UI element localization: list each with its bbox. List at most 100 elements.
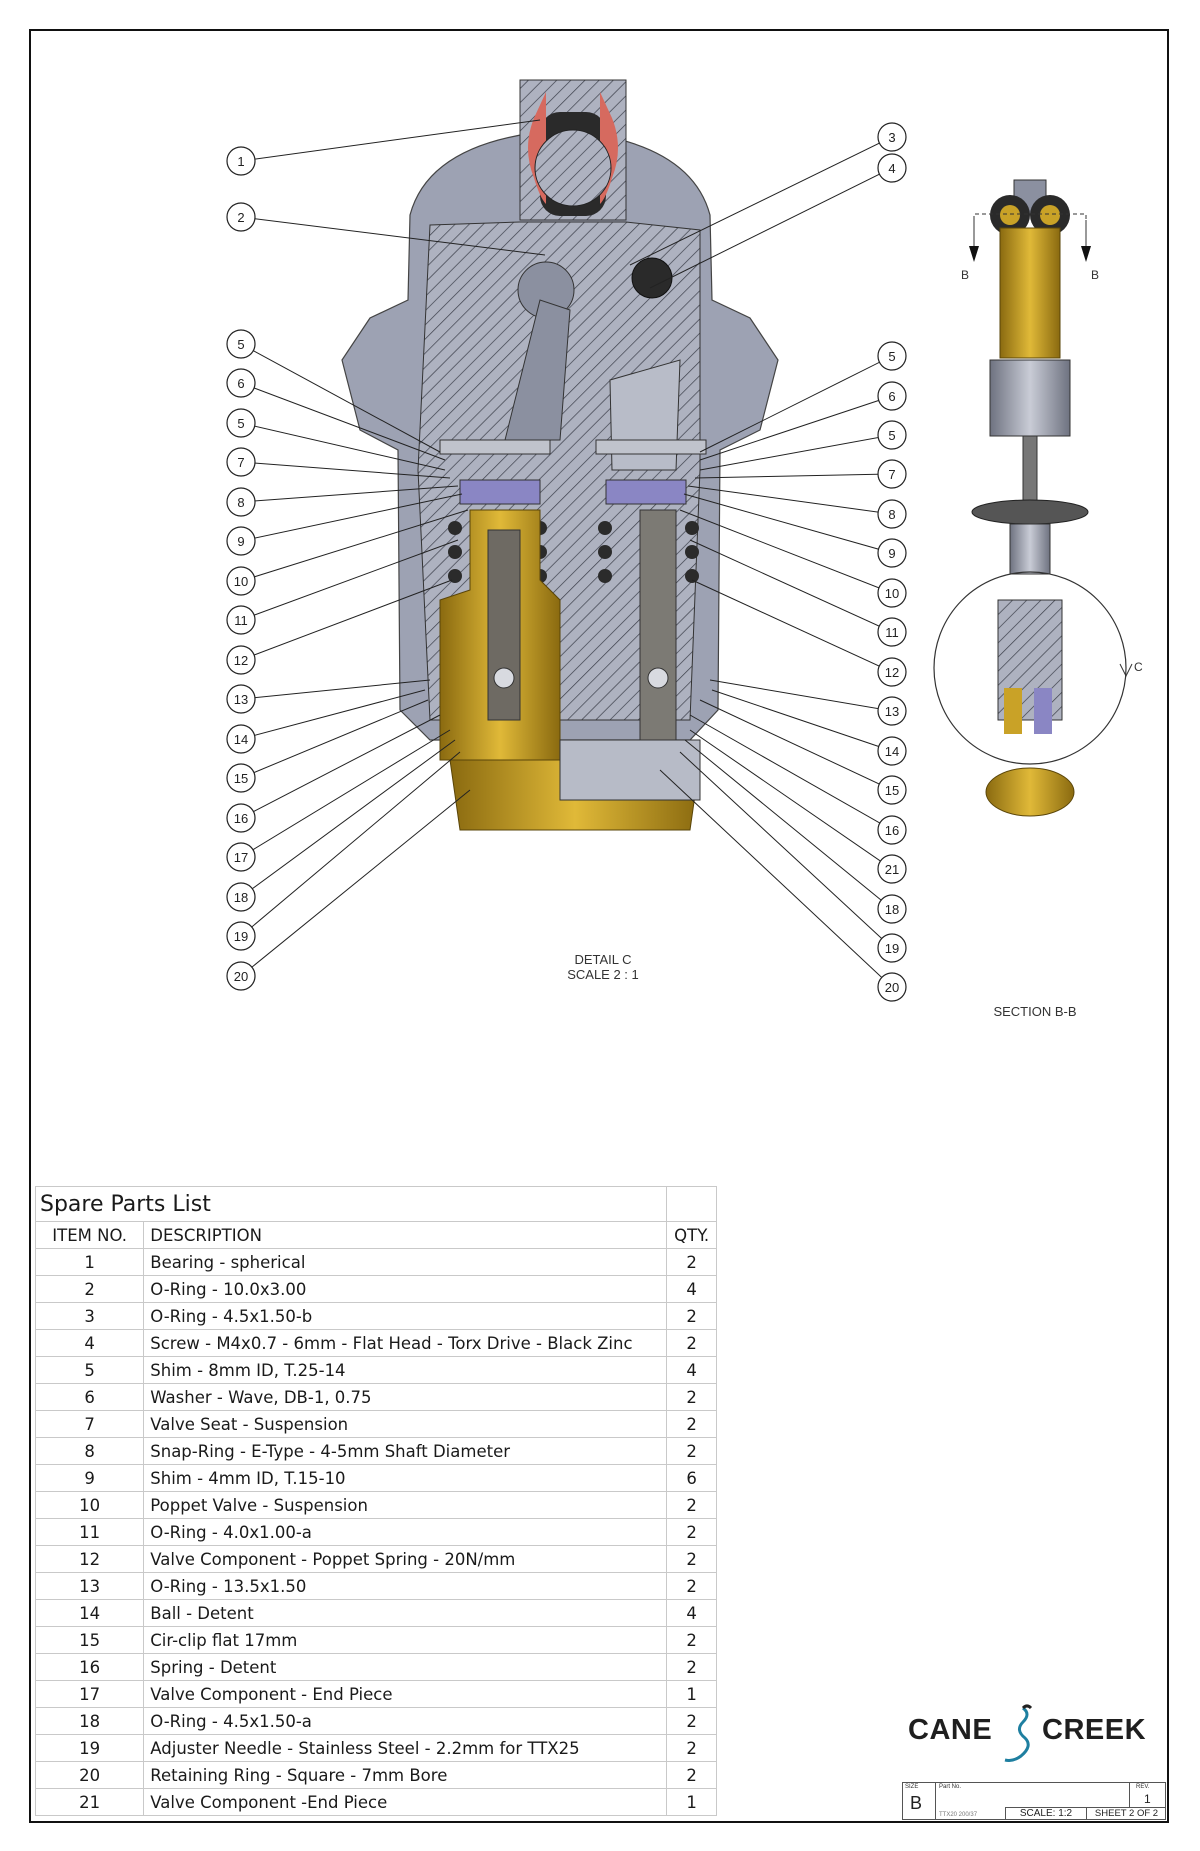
shim-stack-left xyxy=(439,439,551,455)
callout-right-balloon-leader xyxy=(699,434,893,471)
callout-right-balloon-leader xyxy=(689,539,893,633)
callout-right-balloon xyxy=(877,815,907,845)
callout-left-balloon-label: 12 xyxy=(234,653,248,668)
rev-label: REV. xyxy=(1136,1784,1150,1790)
part-no-label: Part No. xyxy=(939,1784,962,1790)
callout-left-balloon xyxy=(226,961,256,991)
description-cell: Screw - M4x0.7 - 6mm - Flat Head - Torx … xyxy=(143,1329,668,1357)
callout-right-balloon-leader xyxy=(699,355,893,453)
callout-left-balloon-leader xyxy=(240,579,453,661)
callout-left-balloon-label: 2 xyxy=(237,210,244,225)
callout-right-balloon-label: 21 xyxy=(885,862,899,877)
callout-right-balloon-label: 14 xyxy=(885,744,899,759)
callout-right-balloon xyxy=(877,775,907,805)
item-no-cell: 12 xyxy=(34,1545,145,1573)
needle-left xyxy=(487,529,521,721)
sheet-text: SHEET 2 OF 2 xyxy=(1094,1808,1159,1819)
item-no-cell: 17 xyxy=(34,1680,145,1708)
callout-right-balloon-leader xyxy=(689,714,893,831)
callout-right-balloon-leader xyxy=(659,769,893,988)
spherical-bearing xyxy=(534,129,612,207)
callout-right-balloon-label: 5 xyxy=(888,349,895,364)
qty-cell: 2 xyxy=(666,1437,717,1465)
callout-right-balloon xyxy=(877,459,907,489)
callout-right-balloon-label: 13 xyxy=(885,704,899,719)
qty-cell: 2 xyxy=(666,1653,717,1681)
section-mark-right: B xyxy=(1091,268,1100,282)
description-cell: Poppet Valve - Suspension xyxy=(143,1491,668,1519)
item-no-cell: 7 xyxy=(34,1410,145,1438)
callout-left-balloon-label: 16 xyxy=(234,811,248,826)
callout-right-balloon-label: 9 xyxy=(888,546,895,561)
description-cell: Washer - Wave, DB-1, 0.75 xyxy=(143,1383,668,1411)
callout-left-balloon-leader xyxy=(240,216,546,256)
item-no-cell: 16 xyxy=(34,1653,145,1681)
callout-right-balloon-label: 18 xyxy=(885,902,899,917)
item-no-cell: 6 xyxy=(34,1383,145,1411)
qty-cell: 2 xyxy=(666,1626,717,1654)
callout-right-balloon-leader xyxy=(683,493,893,554)
description-cell: O-Ring - 4.0x1.00-a xyxy=(143,1518,668,1546)
callout-right-balloon-label: 7 xyxy=(888,467,895,482)
callout-right-balloon-label: 8 xyxy=(888,507,895,522)
callout-left-balloon-label: 10 xyxy=(234,574,248,589)
item-no-cell: 8 xyxy=(34,1437,145,1465)
description-cell: Valve Component - Poppet Spring - 20N/mm xyxy=(143,1545,668,1573)
callout-right-balloon-label: 5 xyxy=(888,428,895,443)
detail-c-circle xyxy=(933,571,1127,765)
title-block: SIZE B Part No. TTX20 200/37 REV. 1 SCAL… xyxy=(902,1782,1166,1820)
callout-left-balloon-label: 13 xyxy=(234,692,248,707)
fluid-passage xyxy=(504,299,571,441)
callout-right-balloon-label: 11 xyxy=(885,625,899,640)
callout-right-balloon xyxy=(877,972,907,1002)
description-cell: Spring - Detent xyxy=(143,1653,668,1681)
callout-right-balloon-label: 6 xyxy=(888,389,895,404)
callout-right-balloon-leader xyxy=(679,751,893,949)
detail-c-title: DETAIL C xyxy=(574,952,632,967)
qty-cell: 2 xyxy=(666,1410,717,1438)
section-b-b-title: SECTION B-B xyxy=(993,1004,1077,1019)
description-cell: Valve Component - End Piece xyxy=(143,1680,668,1708)
qty-cell: 1 xyxy=(666,1788,717,1816)
callout-right-balloon-leader xyxy=(689,729,893,870)
description-cell: O-Ring - 4.5x1.50-b xyxy=(143,1302,668,1330)
callout-left-balloon xyxy=(226,803,256,833)
callout-left-balloon-leader xyxy=(240,789,471,977)
callout-right-balloon xyxy=(877,657,907,687)
shaft xyxy=(1022,435,1038,507)
technical-drawing: 1256578910111213141516171819203456578910… xyxy=(226,79,1133,1002)
callout-right-balloon xyxy=(877,499,907,529)
callout-right-balloon-label: 19 xyxy=(885,941,899,956)
callout-left-balloon xyxy=(226,605,256,635)
callout-left-balloon-leader xyxy=(240,422,446,471)
callout-left-balloon xyxy=(226,921,256,951)
part-no-value: TTX20 200/37 xyxy=(939,1812,978,1818)
cane-creek-logo: CANE CREEK xyxy=(908,1704,1166,1762)
callout-left-balloon-leader xyxy=(240,485,459,503)
reservoir xyxy=(999,227,1061,359)
detent-ball-right xyxy=(647,667,669,689)
callout-right-balloon xyxy=(877,617,907,647)
callout-left-balloon xyxy=(226,724,256,754)
callout-left-balloon-leader xyxy=(240,343,441,453)
item-no-cell: 1 xyxy=(34,1248,145,1276)
detail-c-scale: SCALE 2 : 1 xyxy=(567,967,639,982)
callout-left-balloon xyxy=(226,882,256,912)
description-cell: Retaining Ring - Square - 7mm Bore xyxy=(143,1761,668,1789)
callout-right-balloon-label: 4 xyxy=(888,161,895,176)
qty-cell: 2 xyxy=(666,1383,717,1411)
qty-cell: 4 xyxy=(666,1356,717,1384)
description-cell: Shim - 8mm ID, T.25-14 xyxy=(143,1356,668,1384)
